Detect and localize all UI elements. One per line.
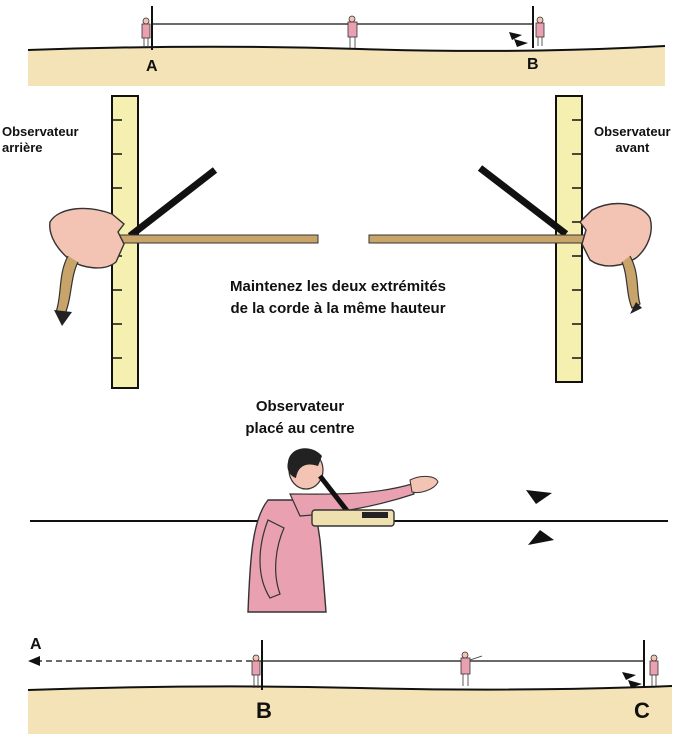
center-observer-line2: placé au centre [245,420,355,437]
sight-bar-left [127,167,218,239]
rear-observer-label: Observateur arrière [2,124,79,156]
bottom-scene [27,640,673,734]
instruction-caption: Maintenez les deux extrémités de la cord… [188,276,488,320]
rear-observer-line2: arrière [2,140,43,155]
point-c-label: C [634,698,650,723]
person-at-c [649,654,659,686]
sight-bar-right [477,165,569,237]
point-a-label: A [146,58,158,75]
bottom-ground [28,686,672,734]
rear-observer-line1: Observateur [2,124,79,139]
point-b-label: B [527,56,539,73]
instruction-line2: de la corde à la même hauteur [230,300,446,317]
front-observer-line2: avant [615,140,650,155]
rope-right [368,234,590,244]
person-at-b [535,16,545,46]
person-at-b-bottom [251,654,261,688]
hand-right [579,202,652,314]
front-observer-label: Observateur avant [594,124,671,156]
person-at-a [141,17,151,48]
center-observer-label: Observateur placé au centre [220,396,380,440]
person-center-bottom [460,651,483,686]
arrow-a-label: A [30,636,42,653]
person-center-top [347,15,358,48]
direction-arrows-centre [526,490,554,545]
centre-observer [247,448,439,613]
rope-left [109,234,319,244]
direction-arrows-bottom [622,672,642,688]
arrow-to-a [28,656,40,666]
center-observer-line1: Observateur [255,398,345,415]
hand-left [49,207,125,326]
direction-arrows-top [509,32,528,47]
instruction-line1: Maintenez les deux extrémités [230,278,446,295]
point-b-bottom-label: B [256,698,272,723]
top-scene [27,6,666,86]
top-ground [28,46,665,86]
front-observer-line1: Observateur [594,124,671,139]
